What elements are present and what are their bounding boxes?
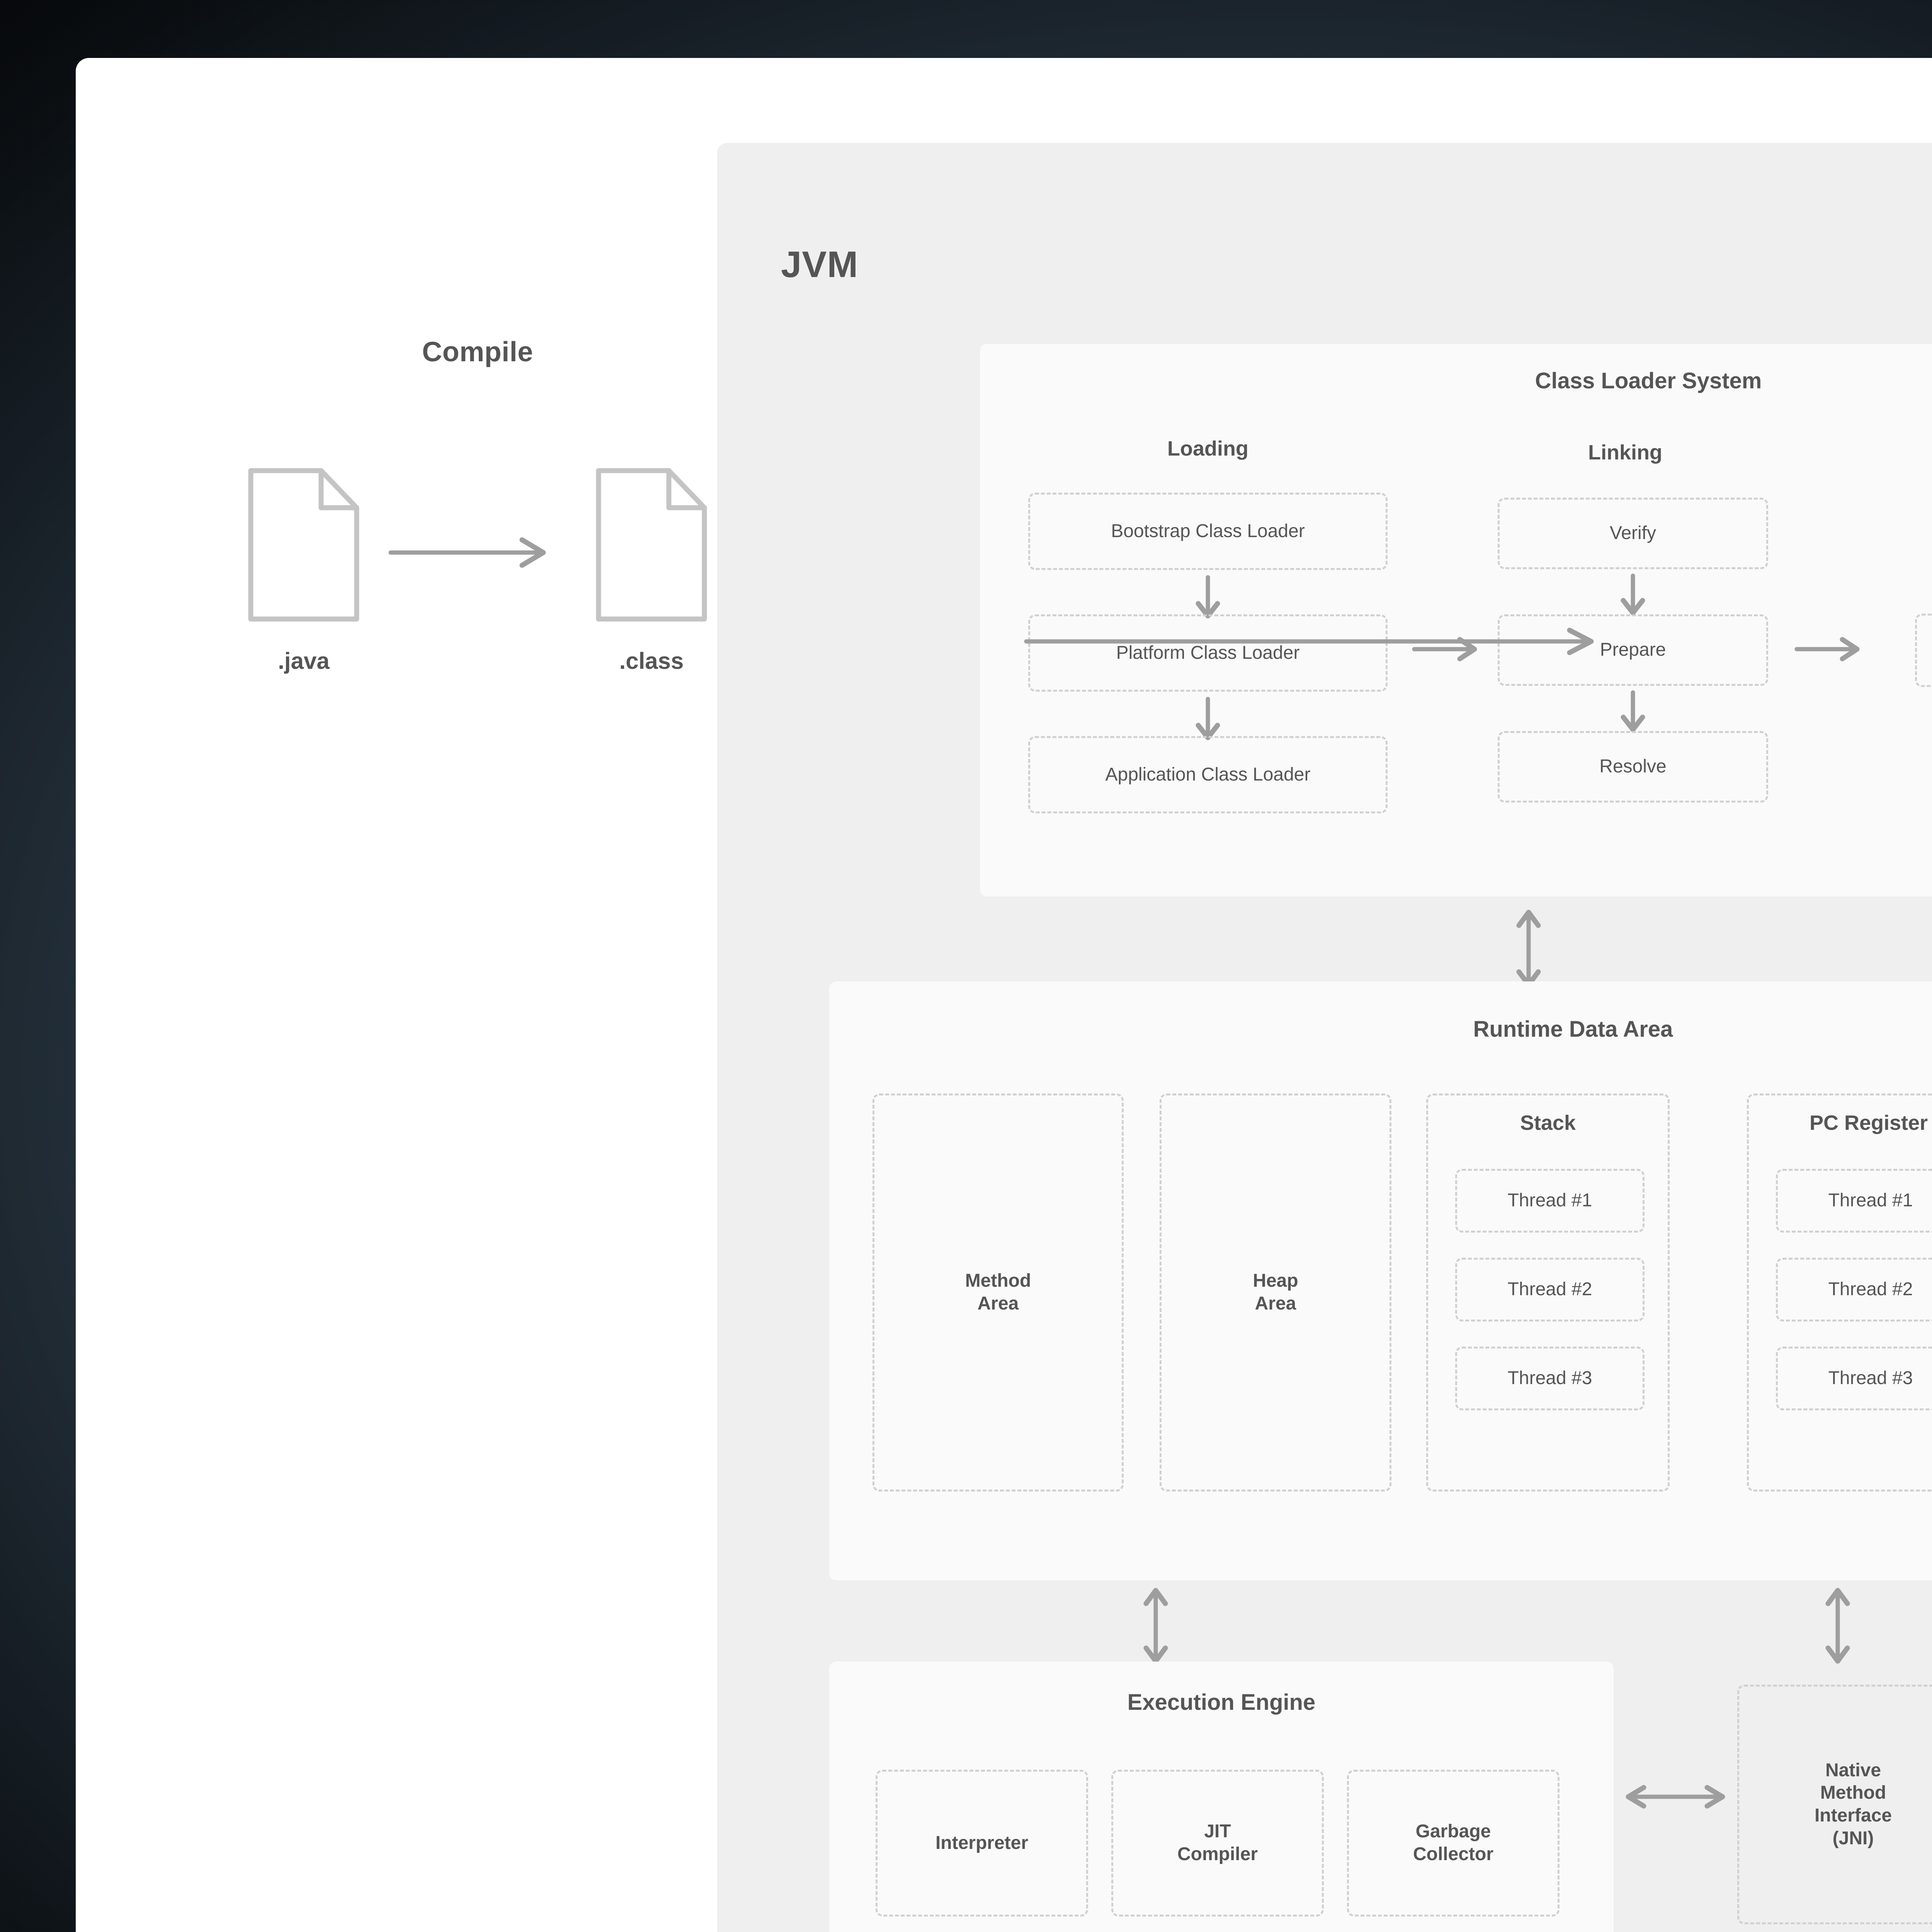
interpreter-label: Interpreter [935, 1832, 1029, 1853]
native-method-interface-box: Native Method Interface (JNI) [1737, 1685, 1932, 1924]
runtime-data-area-title: Runtime Data Area [1473, 1017, 1673, 1042]
stack-thread-label: Thread #1 [1507, 1190, 1592, 1211]
application-class-loader-box: Application Class Loader [1028, 736, 1388, 813]
platform-class-loader-label: Platform Class Loader [1116, 642, 1300, 663]
application-class-loader-label: Application Class Loader [1105, 764, 1311, 785]
compile-section: Compile .java [203, 336, 752, 684]
class-file-label: .class [619, 648, 684, 674]
initialization-column-heading: Initialization [1884, 440, 1932, 464]
pc-register-thread-box: Thread #1 [1776, 1169, 1932, 1233]
arrow-down-icon [1196, 697, 1220, 740]
garbage-collector-label: Garbage Collector [1413, 1821, 1494, 1864]
verify-box: Verify [1498, 498, 1768, 569]
resolve-label: Resolve [1599, 756, 1667, 777]
arrow-down-icon [1621, 690, 1645, 732]
initialization-box: Initialization [1915, 614, 1932, 687]
arrow-updown-icon [1825, 1588, 1850, 1664]
linking-column-heading: Linking [1588, 441, 1662, 464]
platform-class-loader-box: Platform Class Loader [1028, 614, 1388, 692]
prepare-box: Prepare [1498, 614, 1768, 686]
pc-register-thread-label: Thread #1 [1828, 1190, 1913, 1211]
diagram-canvas: Compile .java [76, 58, 1932, 1932]
method-area-label: Method Area [965, 1270, 1031, 1314]
arrow-leftright-icon [1626, 1785, 1725, 1809]
method-area-box: Method Area [872, 1094, 1124, 1492]
class-loader-system-panel: Class Loader System Loading Linking Init… [980, 344, 1932, 896]
java-file-node: .java [211, 468, 396, 674]
pc-register-thread-label: Thread #3 [1828, 1368, 1913, 1389]
arrow-right-icon [1794, 637, 1860, 662]
heap-area-label: Heap Area [1253, 1270, 1298, 1314]
arrow-right-icon [388, 537, 546, 568]
garbage-collector-box: Garbage Collector [1347, 1770, 1560, 1917]
arrow-down-icon [1196, 575, 1220, 619]
java-file-label: .java [278, 648, 330, 674]
heap-area-box: Heap Area [1160, 1094, 1391, 1492]
pc-register-box: PC Register Thread #1 Thread #2 Thread #… [1747, 1094, 1932, 1492]
stack-box: Stack Thread #1 Thread #2 Thread #3 [1426, 1094, 1670, 1492]
jvm-title: JVM [781, 244, 859, 285]
file-icon [559, 468, 744, 630]
bootstrap-class-loader-label: Bootstrap Class Loader [1111, 520, 1305, 541]
stack-thread-box: Thread #2 [1455, 1258, 1645, 1321]
runtime-data-area-panel: Runtime Data Area Method Area Heap Area [829, 981, 1932, 1580]
arrow-updown-icon [1143, 1588, 1168, 1664]
class-loader-system-title: Class Loader System [1535, 368, 1762, 393]
pc-register-title: PC Register [1809, 1111, 1928, 1134]
stack-thread-box: Thread #1 [1455, 1169, 1645, 1233]
stack-thread-box: Thread #3 [1455, 1347, 1645, 1410]
execution-engine-panel: Execution Engine Interpreter JIT Compile… [829, 1662, 1614, 1932]
jit-compiler-label: JIT Compiler [1177, 1821, 1258, 1864]
prepare-label: Prepare [1600, 639, 1666, 660]
jit-compiler-box: JIT Compiler [1111, 1770, 1324, 1917]
jvm-panel: JVM Class Loader System Loading Linking … [717, 143, 1932, 1932]
file-icon [211, 468, 396, 630]
bootstrap-class-loader-box: Bootstrap Class Loader [1028, 493, 1388, 570]
pc-register-thread-box: Thread #3 [1776, 1347, 1932, 1410]
pc-register-thread-label: Thread #2 [1828, 1279, 1913, 1300]
native-method-interface-label: Native Method Interface (JNI) [1814, 1760, 1892, 1849]
class-file-node: .class [559, 468, 744, 674]
loading-column-heading: Loading [1167, 437, 1248, 460]
stack-title: Stack [1520, 1111, 1576, 1134]
resolve-box: Resolve [1498, 731, 1768, 803]
stack-thread-label: Thread #3 [1507, 1368, 1592, 1389]
compile-label: Compile [422, 337, 533, 367]
execution-engine-title: Execution Engine [1127, 1690, 1316, 1715]
arrow-right-icon [1024, 628, 1594, 655]
interpreter-box: Interpreter [876, 1770, 1088, 1917]
arrow-updown-icon [1516, 910, 1541, 988]
stack-thread-label: Thread #2 [1507, 1279, 1592, 1300]
pc-register-thread-box: Thread #2 [1776, 1258, 1932, 1321]
arrow-down-icon [1621, 573, 1645, 616]
verify-label: Verify [1609, 523, 1656, 544]
